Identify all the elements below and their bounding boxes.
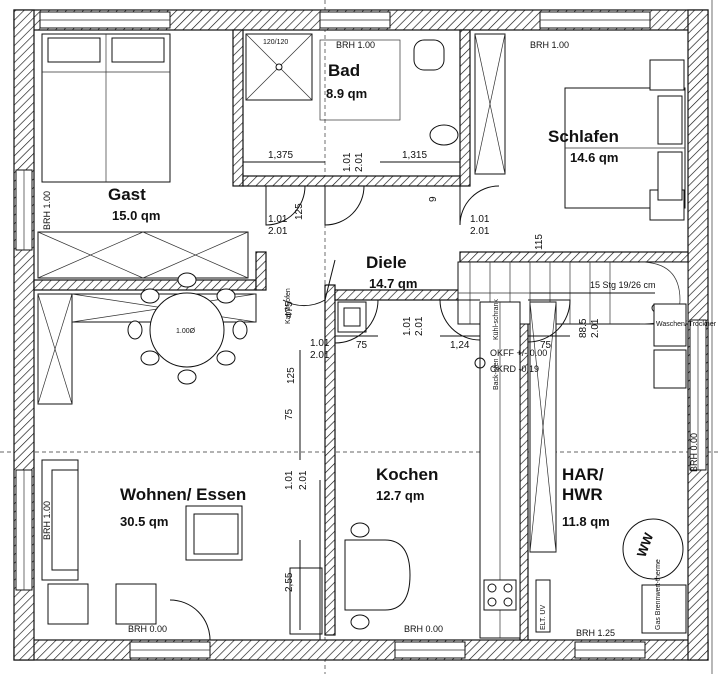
dim-115: 115	[534, 234, 545, 250]
elt-label: ELT. UV	[540, 605, 547, 630]
kochen-furniture	[337, 301, 521, 639]
schlafen-furniture	[474, 33, 686, 221]
room-name-wohnen: Wohnen/ Essen	[120, 485, 246, 504]
kuehl-label: Kühl-schrank	[493, 299, 500, 340]
dim-131: 1,315	[402, 150, 427, 161]
room-name-kochen: Kochen	[376, 465, 438, 484]
dim-9: 9	[428, 196, 439, 202]
dim-gast-door-top: 1.01	[268, 214, 288, 225]
kamin-label: Kamin-ofen	[285, 288, 292, 324]
level-marker	[474, 357, 486, 369]
brh-kochen: BRH 0.00	[404, 624, 443, 634]
dimension-lines	[243, 161, 570, 640]
dim-har-door-top: 88.5	[578, 318, 589, 338]
dim-75c: 75	[540, 340, 552, 351]
doors	[169, 185, 571, 641]
room-name-schlafen: Schlafen	[548, 127, 619, 146]
dim-255: 2,55	[284, 572, 295, 592]
dim-bad-door-top: 1.01	[342, 152, 353, 172]
room-area-kochen: 12.7 qm	[376, 488, 424, 503]
room-area-schlafen: 14.6 qm	[570, 150, 618, 165]
dim-wohn-win-bot: 2.01	[298, 470, 309, 490]
dim-kochen-door-bot: 2.01	[414, 316, 425, 336]
okff-label: OKFF +/- 0.00	[490, 348, 547, 358]
dim-bad-door-bot: 2.01	[354, 152, 365, 172]
room-area-wohnen: 30.5 qm	[120, 514, 168, 529]
dim-wohn-door-top: 1.01	[310, 338, 330, 349]
dim-schl-door-bot: 2.01	[470, 226, 490, 237]
room-area-bad: 8.9 qm	[326, 86, 367, 101]
dim-475: 475	[284, 301, 295, 318]
brh-wohnen-bottom: BRH 0.00	[128, 624, 167, 634]
dim-125b: 125	[286, 367, 297, 384]
wohnen-furniture	[37, 272, 323, 635]
har-furniture	[529, 301, 687, 634]
brh-schlafen: BRH 1.00	[530, 40, 569, 50]
room-name-gast: Gast	[108, 185, 146, 204]
waschen-label: Waschen/ Trockner	[656, 321, 717, 328]
bad-furniture	[245, 33, 459, 146]
brh-bad: BRH 1.00	[336, 40, 375, 50]
dim-137: 1,375	[268, 150, 293, 161]
backofen-label: Back-ofen	[493, 358, 500, 390]
brenn-label: Gas Brennwert-therme	[655, 559, 662, 630]
brh-wohnen-left: BRH 1.00	[42, 501, 52, 540]
dim-har-door-bot: 2.01	[590, 318, 601, 338]
stairs-label: 15 Stg 19/26 cm	[590, 280, 656, 290]
dim-kochen-door-top: 1.01	[402, 316, 413, 336]
dim-wohn-win-top: 1.01	[284, 470, 295, 490]
room-area-diele: 14.7 qm	[369, 276, 417, 291]
dim-125a: 125	[294, 203, 305, 220]
room-name-bad: Bad	[328, 61, 360, 80]
brh-right: BRH 0.00	[689, 433, 699, 472]
table-diameter: 1.00Ø	[176, 328, 196, 335]
room-area-har: 11.8 qm	[562, 514, 610, 529]
shower-size: 120/120	[263, 39, 288, 46]
windows	[15, 11, 707, 659]
dim-124: 1,24	[450, 340, 470, 351]
brh-har: BRH 1.25	[576, 628, 615, 638]
room-area-gast: 15.0 qm	[112, 208, 160, 223]
brh-gast: BRH 1.00	[42, 191, 52, 230]
okrd-label: OKRD -0.19	[490, 364, 539, 374]
dim-75a: 75	[284, 408, 295, 420]
dim-wohn-door-bot: 2.01	[310, 350, 330, 361]
room-name-diele: Diele	[366, 253, 407, 272]
dim-75b: 75	[356, 340, 368, 351]
dim-schl-door-top: 1.01	[470, 214, 490, 225]
gast-furniture	[37, 33, 249, 279]
room-name-har-2: HWR	[562, 485, 603, 504]
room-name-har-1: HAR/	[562, 465, 604, 484]
dim-gast-door-bot: 2.01	[268, 226, 288, 237]
